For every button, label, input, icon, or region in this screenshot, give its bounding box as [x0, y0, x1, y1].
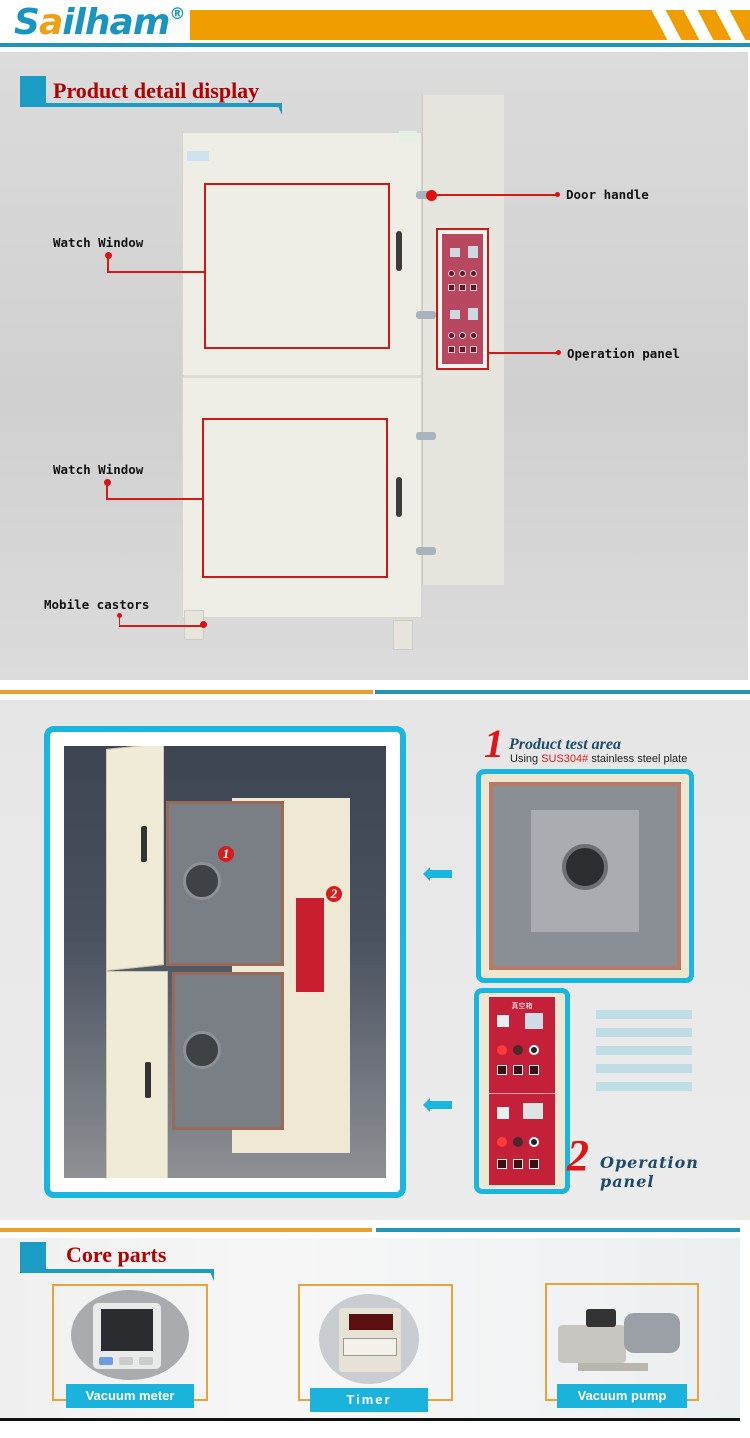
callout-label: Operation panel [567, 346, 680, 361]
photo-door-top [106, 746, 164, 972]
title-accent-block [20, 76, 46, 106]
title-underline [20, 1269, 214, 1273]
material-highlight: SUS304# [541, 753, 589, 765]
divider-teal [375, 690, 750, 694]
arrow-left-icon [423, 1098, 452, 1112]
title-underline [20, 103, 282, 107]
vacuum-pump-icon [558, 1305, 686, 1375]
latch [416, 432, 436, 440]
callout-line [107, 271, 205, 273]
product-photo-frame: 1 2 [44, 726, 406, 1198]
warning-label [399, 131, 417, 143]
watch-window-bottom [202, 418, 388, 578]
watch-window-top [204, 183, 390, 349]
panel-header: 真空箱 [511, 1003, 533, 1010]
title-underline-tip [278, 106, 282, 115]
operation-panel [442, 234, 483, 364]
bottom-border [0, 1418, 740, 1421]
subtitle-prefix: Using [510, 753, 542, 765]
door-handle-top [396, 231, 402, 271]
nameplate [187, 151, 209, 161]
cabinet-divider [183, 375, 421, 378]
logo-letter-s: S [14, 2, 40, 43]
vacuum-meter-icon [71, 1290, 189, 1380]
title-accent-block [20, 1242, 46, 1272]
callout-line [106, 498, 204, 500]
operation-panel-image-frame: 真空箱 [474, 988, 570, 1194]
divider-orange [0, 1228, 372, 1232]
test-area-title: Product test area [509, 736, 621, 753]
photo-chamber-bottom [172, 972, 284, 1130]
callout-dot [200, 621, 207, 628]
title-underline-tip [210, 1272, 214, 1281]
callout-line [489, 352, 559, 354]
section-title: Product detail display [53, 78, 260, 103]
logo-letter-a: a [38, 2, 63, 43]
operation-panel-highlight [436, 228, 489, 370]
callout-label: Mobile castors [44, 597, 150, 612]
callout-line [432, 194, 558, 196]
registered-mark: ® [169, 4, 185, 23]
photo-chamber-top [166, 801, 284, 966]
chamber-port [562, 844, 608, 891]
callout-line [106, 482, 108, 499]
subtitle-suffix: stainless steel plate [588, 753, 688, 765]
callout-dot [426, 190, 437, 201]
latch [416, 547, 436, 555]
decorative-stripes [596, 1010, 692, 1092]
header-stripes [640, 10, 750, 40]
label-line-1: Operation [600, 1153, 699, 1172]
section-title: Core parts [66, 1242, 167, 1267]
test-area-subtitle: Using SUS304# stainless steel plate [510, 753, 687, 765]
callout-label: Watch Window [53, 235, 144, 250]
number-2: 2 [567, 1131, 589, 1180]
test-area-image [489, 782, 681, 970]
callout-line [119, 615, 120, 626]
chamber-back-wall [531, 810, 639, 932]
arrow-left-icon [423, 867, 452, 881]
callout-label: Watch Window [53, 462, 144, 477]
logo-text: ilham [62, 2, 170, 43]
marker-2: 2 [326, 886, 342, 902]
part-label: Vacuum meter [66, 1384, 194, 1408]
part-label: Timer [310, 1388, 428, 1412]
label-line-2: panel [600, 1172, 655, 1191]
operation-panel-label: Operation panel [600, 1153, 699, 1191]
marker-1: 1 [218, 846, 234, 862]
divider-orange [0, 690, 373, 694]
door-handle-bottom [396, 477, 402, 517]
callout-dot [555, 192, 560, 197]
callout-line [119, 625, 204, 627]
cabinet-body [182, 131, 422, 618]
divider-teal [376, 1228, 740, 1232]
callout-label: Door handle [566, 187, 649, 202]
timer-icon [319, 1294, 419, 1384]
chamber-port [183, 1031, 221, 1069]
callout-dot [556, 350, 561, 355]
header-underline [0, 43, 750, 47]
header: Sailham® [0, 0, 750, 50]
photo-door-bottom [106, 971, 168, 1178]
latch [416, 311, 436, 319]
castor-right [393, 620, 413, 650]
product-photo: 1 2 [64, 746, 386, 1178]
number-1: 1 [484, 721, 504, 766]
photo-operation-panel [296, 898, 324, 992]
test-area-image-frame [476, 769, 694, 983]
chamber-port [183, 862, 221, 900]
brand-logo: Sailham® [14, 2, 185, 43]
callout-line [107, 255, 109, 272]
part-label: Vacuum pump [557, 1384, 687, 1408]
operation-panel-image: 真空箱 [489, 997, 555, 1185]
